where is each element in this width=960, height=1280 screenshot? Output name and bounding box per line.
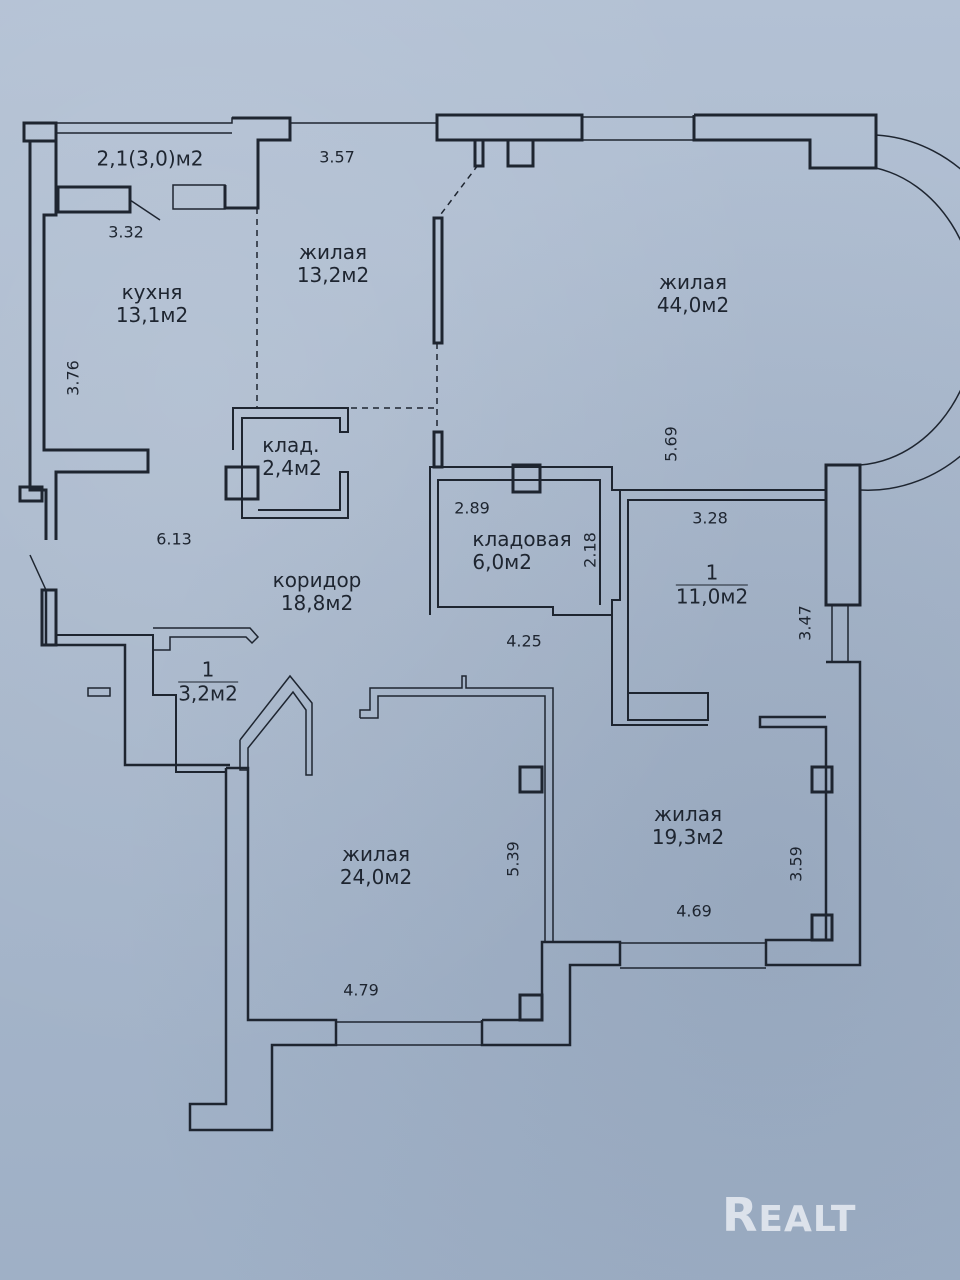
wall-segment xyxy=(28,140,48,540)
leader-line xyxy=(129,199,161,221)
wall-segment xyxy=(810,913,834,942)
room-number: 1 xyxy=(675,561,749,586)
room-living-44: жилая 44,0м2 xyxy=(657,271,729,317)
wall-segment xyxy=(758,660,862,967)
room-living-13: жилая 13,2м2 xyxy=(297,241,369,287)
dimension-label: 4.69 xyxy=(676,901,712,921)
wall-segment xyxy=(18,485,44,503)
shaft xyxy=(239,674,313,776)
room-corridor: коридор 18,8м2 xyxy=(273,569,362,615)
room-area: 2,1(3,0)м2 xyxy=(96,146,204,171)
room-name: жилая xyxy=(341,842,411,866)
dashed-line xyxy=(437,164,479,219)
dimension-label: 3.59 xyxy=(786,846,806,882)
room-living-19: жилая 19,3м2 xyxy=(652,803,724,849)
realt-watermark-logo: REALT xyxy=(722,1188,857,1242)
wall-segment xyxy=(359,675,554,943)
dimension-label: 5.39 xyxy=(503,841,523,877)
dimension-label: 3.47 xyxy=(795,605,815,641)
room-storage: кладовая 6,0м2 xyxy=(472,528,571,574)
room-area: 11,0м2 xyxy=(675,584,749,609)
dimension-label: 4.25 xyxy=(506,631,542,651)
room-name: жилая xyxy=(298,240,368,264)
dimension-label: 3.32 xyxy=(108,222,144,242)
wall-segment xyxy=(435,113,584,142)
room-name: коридор xyxy=(272,568,362,592)
wall-segment xyxy=(473,138,485,168)
wall-segment xyxy=(40,588,58,647)
room-kitchen: кухня 13,1м2 xyxy=(116,281,188,327)
room-area: 3,2м2 xyxy=(178,681,238,706)
wall-segment xyxy=(223,116,292,210)
room-name: клад. xyxy=(262,433,320,457)
wall-segment xyxy=(224,465,260,501)
room-balcony: 2,1(3,0)м2 xyxy=(96,146,204,171)
wall-segment xyxy=(480,940,622,1047)
wall-segment xyxy=(42,140,150,540)
dimension-label: 6.13 xyxy=(156,529,192,549)
dimension-label: 5.69 xyxy=(661,426,681,462)
bay-window xyxy=(859,134,960,491)
room-area: 13,1м2 xyxy=(115,303,189,327)
dimension-label: 3.57 xyxy=(319,147,355,167)
wall-segment xyxy=(511,463,542,494)
wall-segment xyxy=(432,430,444,469)
room-area: 24,0м2 xyxy=(339,865,413,889)
dimension-label: 2.89 xyxy=(454,498,490,518)
room-area: 13,2м2 xyxy=(296,263,370,287)
wall-segment xyxy=(692,113,878,170)
dimension-label: 4.79 xyxy=(343,980,379,1000)
wall-segment xyxy=(432,216,444,345)
wall-segment xyxy=(232,407,349,519)
room-name: кладовая xyxy=(472,527,572,551)
room-area: 19,3м2 xyxy=(651,825,725,849)
wall-segment xyxy=(22,121,58,143)
wall-segment xyxy=(810,765,834,794)
wall-segment xyxy=(506,138,535,168)
wall-segment xyxy=(56,185,132,214)
wall-segment xyxy=(824,463,862,607)
room-name: жилая xyxy=(653,802,723,826)
wall-segment xyxy=(188,766,338,1132)
room-area: 44,0м2 xyxy=(656,293,730,317)
wall-segment xyxy=(153,627,260,651)
room-area: 6,0м2 xyxy=(472,550,532,574)
door-swing xyxy=(29,554,47,591)
room-area: 18,8м2 xyxy=(280,591,354,615)
room-area: 2,4м2 xyxy=(262,456,322,480)
room-number: 1 xyxy=(178,658,238,683)
wall-segment xyxy=(44,590,230,767)
room-living-24: жилая 24,0м2 xyxy=(340,843,412,889)
wall-segment xyxy=(611,600,708,726)
dimension-label: 3.76 xyxy=(63,360,83,396)
room-closet-small: клад. 2,4м2 xyxy=(262,434,322,480)
wall-segment xyxy=(518,993,544,1022)
dimension-label: 3.28 xyxy=(692,508,728,528)
bay-window xyxy=(859,167,960,466)
dimension-label: 2.18 xyxy=(580,532,600,568)
wall-segment xyxy=(518,765,544,794)
room-name: кухня xyxy=(121,280,183,304)
door xyxy=(172,184,226,210)
room-name: жилая xyxy=(658,270,728,294)
wall-segment xyxy=(87,687,111,697)
